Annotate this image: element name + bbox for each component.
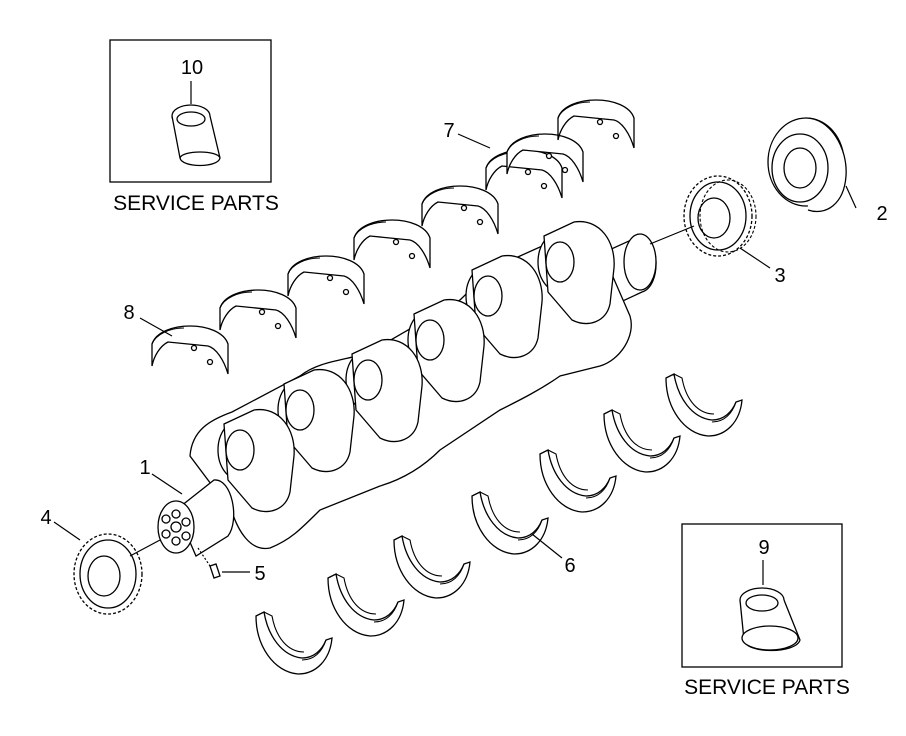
upper-shell-1 [151, 325, 229, 375]
rear-oil-seal [767, 117, 847, 213]
front-gear-body [73, 533, 143, 615]
lower-shell-6 [603, 409, 681, 473]
service-box-top-caption: SERVICE PARTS [113, 192, 279, 215]
lower-shell-2 [327, 573, 405, 637]
part-labels: 1 2 3 4 5 6 7 8 [40, 120, 887, 585]
upper-shell-2 [219, 289, 297, 339]
label-part-7: 7 [443, 120, 454, 142]
rear-timing-gear [683, 175, 757, 257]
service-box-bottom-number: 9 [758, 537, 769, 559]
label-part-2: 2 [876, 203, 887, 225]
label-part-6: 6 [564, 555, 575, 577]
rear-gear-body [683, 175, 753, 257]
upper-shell-3 [287, 255, 365, 305]
lower-shell-4 [471, 491, 549, 555]
crankshaft [157, 220, 695, 557]
dowel-pin [197, 547, 221, 579]
service-box-bottom-caption: SERVICE PARTS [684, 676, 850, 699]
lower-shell-7 [665, 373, 743, 437]
front-timing-gear [73, 533, 161, 615]
service-box-bottom: 9 SERVICE PARTS [681, 523, 850, 699]
service-box-top: 10 SERVICE PARTS [109, 39, 279, 215]
callout-leaders [53, 133, 857, 573]
label-part-5: 5 [254, 563, 265, 585]
lower-shell-3 [393, 535, 471, 599]
label-part-3: 3 [774, 265, 785, 287]
bushing-bottom [739, 587, 801, 652]
lower-shell-1 [255, 611, 333, 675]
label-part-4: 4 [40, 507, 51, 529]
label-part-8: 8 [123, 302, 134, 324]
label-part-1: 1 [139, 457, 150, 479]
upper-shell-4 [353, 219, 431, 269]
lower-shell-5 [539, 449, 617, 513]
upper-shell-5 [421, 185, 499, 235]
service-box-top-number: 10 [181, 57, 203, 79]
bushing-top [171, 104, 221, 167]
